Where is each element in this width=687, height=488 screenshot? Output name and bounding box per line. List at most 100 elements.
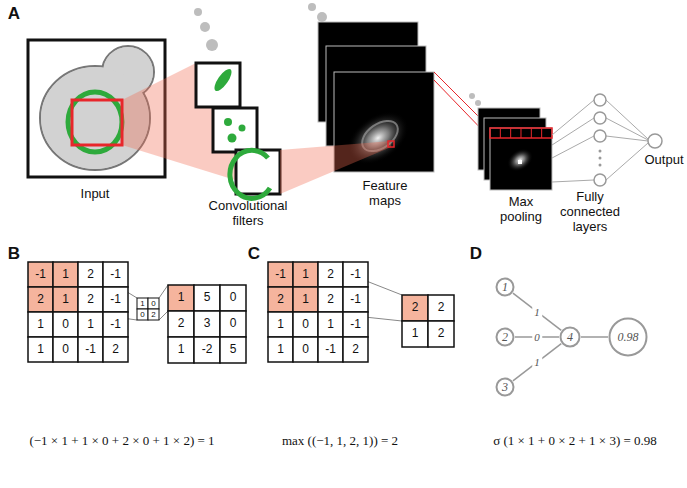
convolutional-filter xyxy=(211,66,234,93)
matrix-cell xyxy=(220,311,246,337)
matrix-value: 0 xyxy=(140,310,144,319)
matrix-cell xyxy=(53,312,78,337)
input-window xyxy=(72,100,122,145)
panel-letter: A xyxy=(8,4,20,24)
matrix-value: -1 xyxy=(35,268,46,282)
matrix-cell xyxy=(53,337,78,362)
pooling-cell xyxy=(500,128,501,138)
neuron-circle xyxy=(561,328,580,347)
matrix-cell xyxy=(194,337,220,363)
matrix-cell xyxy=(103,337,128,362)
matrix-value: 1 xyxy=(62,268,69,282)
matrix-value: 1 xyxy=(302,293,309,307)
neuron-node: 3 xyxy=(495,377,515,397)
matrix-cell xyxy=(103,262,128,287)
formula: (−1 × 1 + 1 × 0 + 2 × 0 + 1 × 2) = 1 xyxy=(29,434,214,449)
feature-map-window xyxy=(388,141,394,147)
pooling-cell xyxy=(531,128,532,138)
fully-connected-links xyxy=(606,143,648,180)
formula: σ (1 × 1 + 0 × 2 + 1 × 3) = 0.98 xyxy=(493,434,657,449)
neuron-node: 2 xyxy=(495,327,515,347)
matrix-cell xyxy=(293,262,318,287)
pooled-map xyxy=(503,144,537,176)
matrix-cell xyxy=(28,337,53,362)
stage-label: Max pooling xyxy=(490,195,552,225)
matrix-cell xyxy=(268,337,293,362)
weight-label: 1 xyxy=(532,306,542,318)
stack-dots xyxy=(475,100,481,106)
guide-line xyxy=(159,311,168,320)
matrix-cell xyxy=(168,337,194,363)
matrix-cell xyxy=(343,262,368,287)
matrix-value: -1 xyxy=(110,318,121,332)
panel-letter: C xyxy=(248,244,260,264)
matrix-value: -1 xyxy=(350,293,361,307)
matrix-value: -1 xyxy=(85,343,96,357)
matrix-cell xyxy=(78,337,103,362)
matrix-grid xyxy=(28,262,128,362)
matrix-value: 3 xyxy=(204,317,211,331)
matrix-cell xyxy=(293,337,318,362)
stack-dots xyxy=(194,8,218,51)
convolutional-filter xyxy=(196,63,240,107)
input-window xyxy=(72,100,122,145)
matrix-value: 0 xyxy=(230,291,237,305)
panel-letter: D xyxy=(470,244,482,264)
matrix-value: 2 xyxy=(112,343,119,357)
matrix-grid xyxy=(28,262,454,363)
weight-connection xyxy=(581,336,608,338)
fully-connected-links xyxy=(606,136,648,141)
convolutional-filter xyxy=(196,63,280,198)
matrix-cell xyxy=(137,298,148,309)
pooled-map xyxy=(490,128,552,190)
node-value: 2 xyxy=(502,330,508,345)
node-value: 3 xyxy=(502,380,508,395)
neuron xyxy=(594,94,606,106)
matrix-value: 0 xyxy=(230,317,237,331)
node-value: 4 xyxy=(567,330,573,345)
matrix-cell xyxy=(343,337,368,362)
matrix-value: 1 xyxy=(178,343,185,357)
matrix-value: 1 xyxy=(37,318,44,332)
matrix-value: -1 xyxy=(325,343,336,357)
matrix-cell xyxy=(428,295,454,321)
matrix-value: 1 xyxy=(277,318,284,332)
matrix-grid xyxy=(168,285,246,363)
matrix-value: -1 xyxy=(275,268,286,282)
stage-label: Output xyxy=(644,153,683,168)
stack-dots xyxy=(308,3,327,22)
matrix-cell xyxy=(293,287,318,312)
matrix-cell xyxy=(168,285,194,311)
pooled-map xyxy=(518,160,522,164)
matrix-value: 1 xyxy=(178,291,185,305)
matrix-value: 2 xyxy=(87,293,94,307)
matrix-cell xyxy=(103,287,128,312)
stack-dots xyxy=(469,93,481,106)
matrix-cell xyxy=(318,312,343,337)
matrix-cell xyxy=(318,262,343,287)
matrix-value: 1 xyxy=(140,299,144,308)
matrix-cell xyxy=(220,285,246,311)
matrix-cell xyxy=(168,311,194,337)
pooling-cell xyxy=(541,128,542,138)
neuron xyxy=(594,94,662,186)
fully-connected-links xyxy=(552,100,594,135)
matrix-cell xyxy=(78,287,103,312)
ellipsis-dots xyxy=(599,164,602,167)
matrix-value: 2 xyxy=(438,301,445,315)
guide-line xyxy=(159,285,168,298)
matrix-value: 1 xyxy=(37,343,44,357)
matrix-value: 1 xyxy=(277,343,284,357)
matrix-value: 1 xyxy=(327,318,334,332)
ellipsis-dots xyxy=(599,150,602,153)
input-image xyxy=(68,92,122,152)
pooling-row xyxy=(490,128,552,138)
matrix-value: 1 xyxy=(87,318,94,332)
matrix-cell xyxy=(148,298,159,309)
matrix-value: 1 xyxy=(412,327,419,341)
convolutional-filter xyxy=(213,108,257,152)
matrix-value: 2 xyxy=(178,317,185,331)
neuron-circle xyxy=(497,279,514,296)
